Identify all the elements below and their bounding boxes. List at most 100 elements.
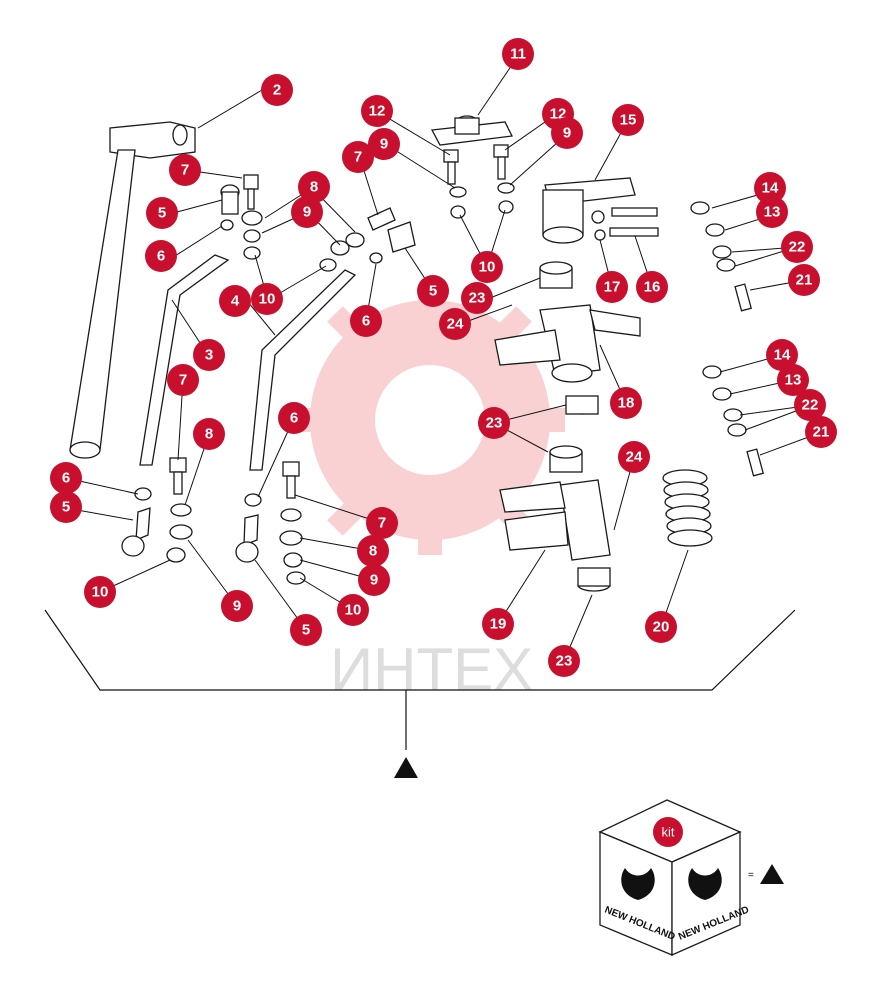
part-plate-11	[430, 115, 513, 146]
svg-text:6: 6	[62, 470, 70, 487]
callout-14a: 14	[754, 172, 786, 204]
svg-text:3: 3	[205, 347, 213, 364]
svg-text:22: 22	[789, 239, 806, 256]
callout-7a: 7	[169, 154, 201, 186]
callout-3: 3	[193, 339, 225, 371]
callout-7d: 7	[366, 507, 398, 539]
svg-text:12: 12	[369, 103, 386, 120]
svg-text:10: 10	[92, 584, 109, 601]
hardware-group-upper-left	[220, 174, 416, 272]
svg-text:5: 5	[158, 205, 166, 222]
svg-text:23: 23	[469, 290, 486, 307]
svg-text:9: 9	[370, 572, 378, 589]
callout-11: 11	[502, 38, 534, 70]
svg-text:23: 23	[556, 653, 573, 670]
callout-10a: 10	[251, 283, 283, 315]
callout-14b: 14	[766, 339, 798, 371]
part-rod-4	[249, 269, 357, 471]
callout-7b: 7	[342, 141, 374, 173]
part-spring-20	[662, 469, 713, 547]
svg-text:18: 18	[618, 395, 635, 412]
watermark-text: ИНТЕХ	[330, 636, 533, 703]
svg-text:13: 13	[764, 204, 781, 221]
callout-6b: 6	[350, 305, 382, 337]
callout-9a: 9	[368, 128, 400, 160]
watermark-gear-logo	[295, 285, 565, 555]
svg-text:8: 8	[310, 179, 318, 196]
svg-text:6: 6	[157, 248, 165, 265]
svg-text:7: 7	[181, 162, 189, 179]
callout-22a: 22	[781, 231, 813, 263]
svg-text:10: 10	[345, 602, 362, 619]
svg-text:9: 9	[380, 136, 388, 153]
svg-text:6: 6	[290, 410, 298, 427]
callout-21a: 21	[788, 264, 820, 296]
callout-13a: 13	[756, 196, 788, 228]
callout-5a: 5	[146, 197, 178, 229]
svg-text:17: 17	[604, 279, 621, 296]
callout-19: 19	[482, 608, 514, 640]
kit-marker-triangle	[760, 864, 784, 884]
callout-8a: 8	[298, 171, 330, 203]
callout-22b: 22	[794, 389, 826, 421]
callout-24a: 24	[439, 308, 471, 340]
callout-9c: 9	[291, 196, 323, 228]
part-housing-19	[499, 445, 611, 592]
svg-text:9: 9	[233, 598, 241, 615]
callout-6d: 6	[50, 462, 82, 494]
svg-text:15: 15	[620, 112, 637, 129]
svg-text:kit: kit	[662, 825, 675, 840]
svg-text:21: 21	[796, 272, 813, 289]
svg-text:22: 22	[802, 397, 819, 414]
callout-18: 18	[610, 387, 642, 419]
svg-text:7: 7	[179, 372, 187, 389]
svg-text:14: 14	[762, 180, 779, 197]
svg-text:20: 20	[653, 619, 670, 636]
callout-15: 15	[612, 104, 644, 136]
callout-13b: 13	[777, 364, 809, 396]
callout-2: 2	[261, 74, 293, 106]
svg-text:5: 5	[62, 499, 70, 516]
hardware-right-upper	[690, 201, 752, 312]
kit-equals-sign: =	[748, 870, 754, 881]
callout-5d: 5	[290, 614, 322, 646]
callout-10b: 10	[471, 251, 503, 283]
svg-text:5: 5	[302, 622, 310, 639]
part-bracket-15	[542, 177, 636, 244]
svg-text:6: 6	[362, 313, 370, 330]
callout-6a: 6	[145, 240, 177, 272]
svg-text:21: 21	[813, 424, 830, 441]
svg-text:11: 11	[510, 46, 526, 63]
callout-4: 4	[219, 285, 251, 317]
part-lever-2	[69, 121, 196, 459]
callout-23a: 23	[461, 282, 493, 314]
callout-8c: 8	[357, 535, 389, 567]
svg-text:7: 7	[378, 515, 386, 532]
hardware-bolts-12	[443, 144, 515, 219]
svg-text:13: 13	[785, 372, 802, 389]
hardware-lower-middle	[235, 461, 306, 585]
callout-21b: 21	[805, 416, 837, 448]
callout-23c: 23	[548, 645, 580, 677]
callout-5b: 5	[417, 275, 449, 307]
svg-text:10: 10	[479, 259, 496, 276]
svg-text:2: 2	[273, 82, 281, 99]
part-housing-18	[494, 261, 641, 415]
svg-text:5: 5	[429, 283, 437, 300]
svg-text:7: 7	[354, 149, 362, 166]
callout-17: 17	[596, 271, 628, 303]
hardware-right-lower	[702, 365, 764, 477]
callout-5c: 5	[50, 491, 82, 523]
svg-text:24: 24	[626, 449, 643, 466]
svg-text:4: 4	[231, 293, 240, 310]
callout-10d: 10	[337, 594, 369, 626]
kit-cube: kit NEW HOLLAND NEW HOLLAND =	[598, 799, 784, 956]
svg-text:24: 24	[447, 316, 464, 333]
svg-text:14: 14	[774, 347, 791, 364]
part-rod-3	[139, 254, 230, 466]
callout-8b: 8	[193, 418, 225, 450]
callout-24b: 24	[618, 441, 650, 473]
callout-6c: 6	[278, 402, 310, 434]
callout-20: 20	[645, 611, 677, 643]
